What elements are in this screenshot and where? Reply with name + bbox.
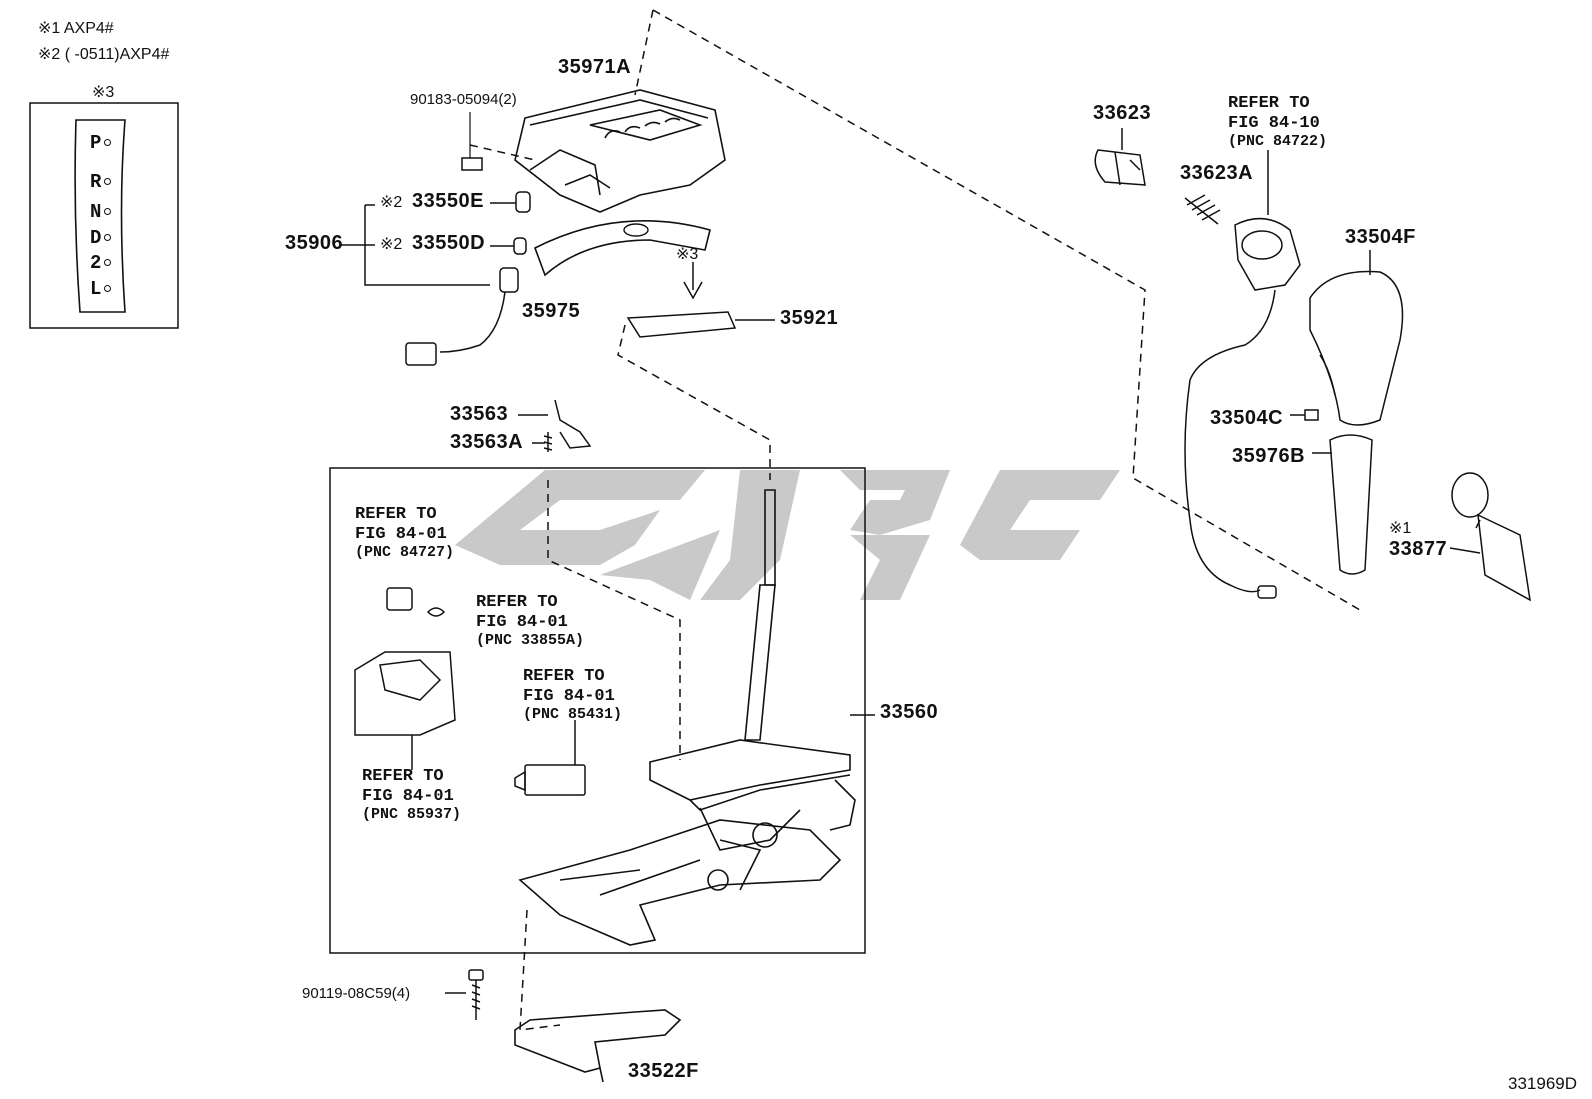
gate-letter-p: P: [90, 132, 136, 154]
refer-line: FIG 84-10: [1228, 114, 1320, 133]
bezel-35975-drawing: [534, 220, 711, 277]
refer-block-pnc-85431: REFER TO FIG 84-01 (PNC 85431): [523, 667, 622, 723]
gate-letter-2: 2: [90, 252, 136, 274]
note-2: ※2 ( -0511)AXP4#: [38, 46, 170, 63]
marker-2-a: ※2: [380, 194, 403, 211]
refer-line: (PNC 84727): [355, 544, 455, 561]
refer-line: REFER TO: [355, 505, 437, 524]
refer-line: REFER TO: [362, 767, 444, 786]
refer-line: FIG 84-01: [355, 525, 447, 544]
part-label-33563: 33563: [450, 403, 509, 425]
refer-line: REFER TO: [523, 667, 605, 686]
note-1: ※1 AXP4#: [38, 20, 114, 37]
refer-line: (PNC 85431): [523, 706, 623, 723]
refer-line: (PNC 84722): [1228, 133, 1328, 150]
part-label-33560: 33560: [880, 701, 939, 723]
watermark-logo: [455, 470, 1120, 600]
refer-block-pnc-84727: REFER TO FIG 84-01 (PNC 84727): [355, 505, 454, 561]
part-label-33504c: 33504C: [1210, 407, 1284, 429]
right-parts-drawing: [1094, 128, 1531, 602]
gate-inset-frame: [29, 102, 179, 329]
part-label-33550d: 33550D: [412, 232, 486, 254]
gate-letter-d: D: [90, 227, 136, 249]
refer-line: (PNC 33855A): [476, 632, 585, 649]
console-cover-drawing: [514, 89, 726, 213]
refer-line: FIG 84-01: [523, 687, 615, 706]
refer-block-fig-84-10: REFER TO FIG 84-10 (PNC 84722): [1228, 94, 1327, 150]
gate-letter-l: L: [90, 278, 136, 300]
part-label-90183: 90183-05094(2): [410, 91, 517, 108]
refer-line: FIG 84-01: [362, 787, 454, 806]
refer-line: FIG 84-01: [476, 613, 568, 632]
wiring-35906-drawing: [340, 191, 531, 366]
marker-2-b: ※2: [380, 236, 403, 253]
note-3-header: ※3: [92, 84, 115, 101]
stop-spring-drawing: [518, 399, 592, 452]
plate-33522F-drawing: [514, 1009, 682, 1083]
screw-clip-90183: [461, 157, 483, 171]
part-label-90119: 90119-08C59(4): [302, 985, 411, 1002]
part-label-33623a: 33623A: [1180, 162, 1254, 184]
marker-1: ※1: [1389, 520, 1412, 537]
gate-plate-outline: [74, 119, 126, 313]
part-label-33877: 33877: [1389, 538, 1448, 560]
refer-line: REFER TO: [476, 593, 558, 612]
part-label-35975: 35975: [522, 300, 581, 322]
gate-letter-n: N: [90, 201, 136, 223]
part-label-33550e: 33550E: [412, 190, 484, 212]
bolt-90119-drawing: [445, 969, 484, 1020]
part-label-35971a: 35971A: [558, 56, 632, 78]
part-label-33504f: 33504F: [1345, 226, 1416, 248]
refer-line: (PNC 85937): [362, 806, 462, 823]
part-label-35906: 35906: [285, 232, 344, 254]
assembly-frame: [329, 467, 866, 954]
part-label-35976b: 35976B: [1232, 445, 1306, 467]
refer-line: REFER TO: [1228, 94, 1310, 113]
refer-block-pnc-33855a: REFER TO FIG 84-01 (PNC 33855A): [476, 593, 584, 649]
dashed-guide-lines: [469, 9, 1361, 1031]
shift-lever-assembly-drawing: [518, 489, 875, 946]
indicator-plate-drawing: [626, 262, 775, 338]
part-label-35921: 35921: [780, 307, 839, 329]
part-label-33522f: 33522F: [628, 1060, 699, 1082]
figure-id: 331969D: [1508, 1074, 1578, 1093]
frame-subparts-drawing: [354, 587, 586, 796]
part-label-33563a: 33563A: [450, 431, 524, 453]
part-label-33623: 33623: [1093, 102, 1152, 124]
marker-3: ※3: [676, 246, 699, 263]
gate-letter-r: R: [90, 171, 136, 193]
refer-block-pnc-85937: REFER TO FIG 84-01 (PNC 85937): [362, 767, 461, 823]
